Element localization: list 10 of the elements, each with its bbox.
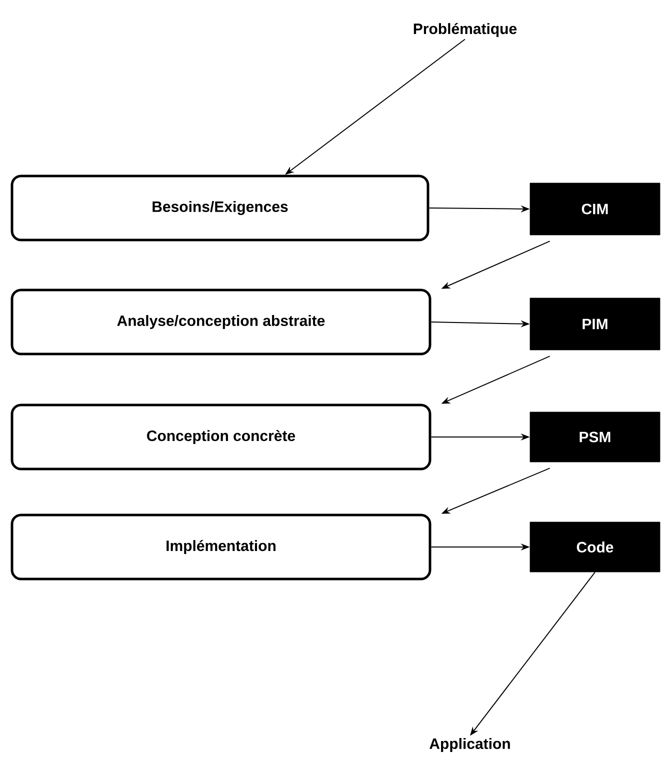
model-box: Code [530, 522, 660, 572]
process-box: Implémentation [10, 514, 432, 580]
model-box: CIM [530, 182, 660, 236]
process-box: Besoins/Exigences [10, 174, 430, 242]
process-box: Analyse/conception abstraite [10, 288, 432, 356]
model-box: PIM [530, 298, 660, 350]
label-text: Problématique [414, 22, 517, 38]
model-box: PSM [530, 412, 660, 462]
label-text: Application [430, 738, 510, 752]
process-box: Conception concrète [10, 404, 432, 470]
